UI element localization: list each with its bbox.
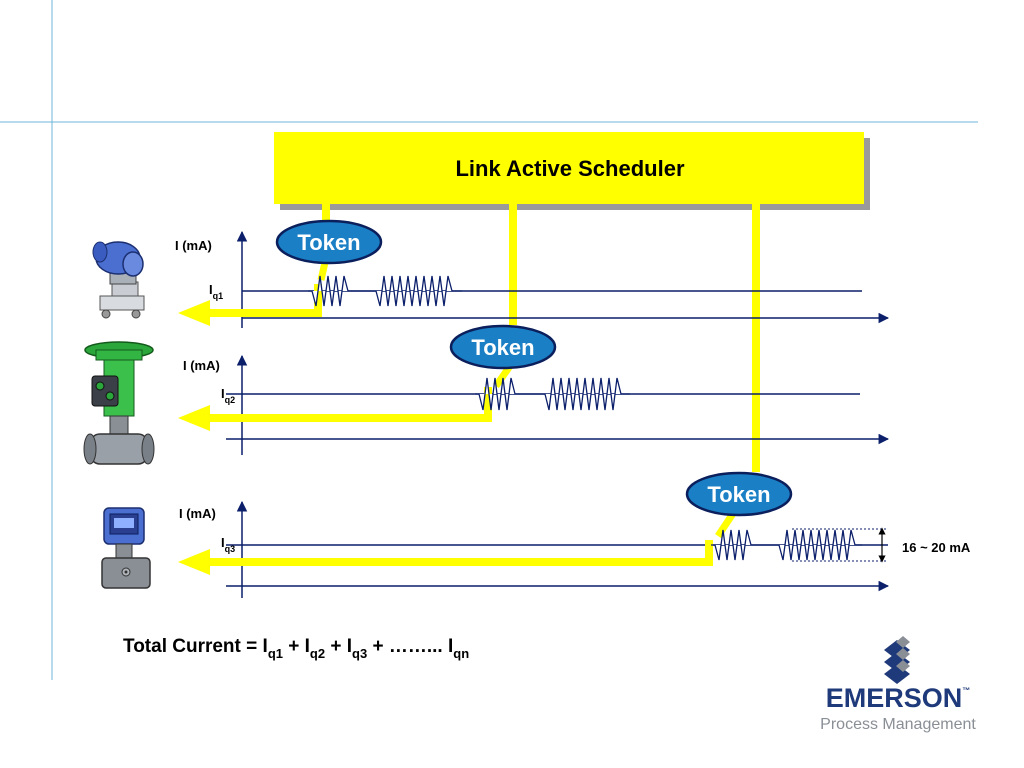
axis-label-3: I (mA) <box>179 506 216 521</box>
device-1-chart: I (mA) Iq1 <box>175 230 890 328</box>
scheduler-title: Link Active Scheduler <box>455 156 684 181</box>
device-2-chart: I (mA) Iq2 <box>178 354 890 455</box>
total-current-formula: Total Current = Iq1 + Iq2 + Iq3 + ……... … <box>123 636 469 661</box>
token-2: Token <box>449 324 557 370</box>
waveform-1 <box>308 275 462 307</box>
waveform-3 <box>711 529 862 561</box>
emerson-logo-mark <box>884 636 910 684</box>
range-label: 16 ~ 20 mA <box>902 540 971 555</box>
current-label-1: Iq1 <box>209 282 223 301</box>
axis-label-2: I (mA) <box>183 358 220 373</box>
current-label-3: Iq3 <box>221 535 235 554</box>
emerson-logo: EMERSON™ Process Management <box>820 636 976 733</box>
device-3-chart: 16 ~ 20 mA I (mA) Iq3 <box>178 500 971 598</box>
control-valve-icon <box>83 341 155 465</box>
svg-text:Token: Token <box>707 482 770 507</box>
axis-label-1: I (mA) <box>175 238 212 253</box>
token-1: Token <box>275 219 383 265</box>
current-label-2: Iq2 <box>221 386 235 405</box>
flow-meter-icon <box>101 507 151 589</box>
svg-text:Token: Token <box>297 230 360 255</box>
emerson-tagline: Process Management <box>820 716 976 733</box>
token-3: Token <box>685 471 793 517</box>
pressure-transmitter-icon <box>92 241 145 319</box>
emerson-brand: EMERSON™ <box>826 683 971 713</box>
link-active-scheduler-box: Link Active Scheduler <box>274 132 870 210</box>
token-lines <box>322 200 760 472</box>
waveform-2 <box>475 377 630 411</box>
svg-text:Token: Token <box>471 335 534 360</box>
